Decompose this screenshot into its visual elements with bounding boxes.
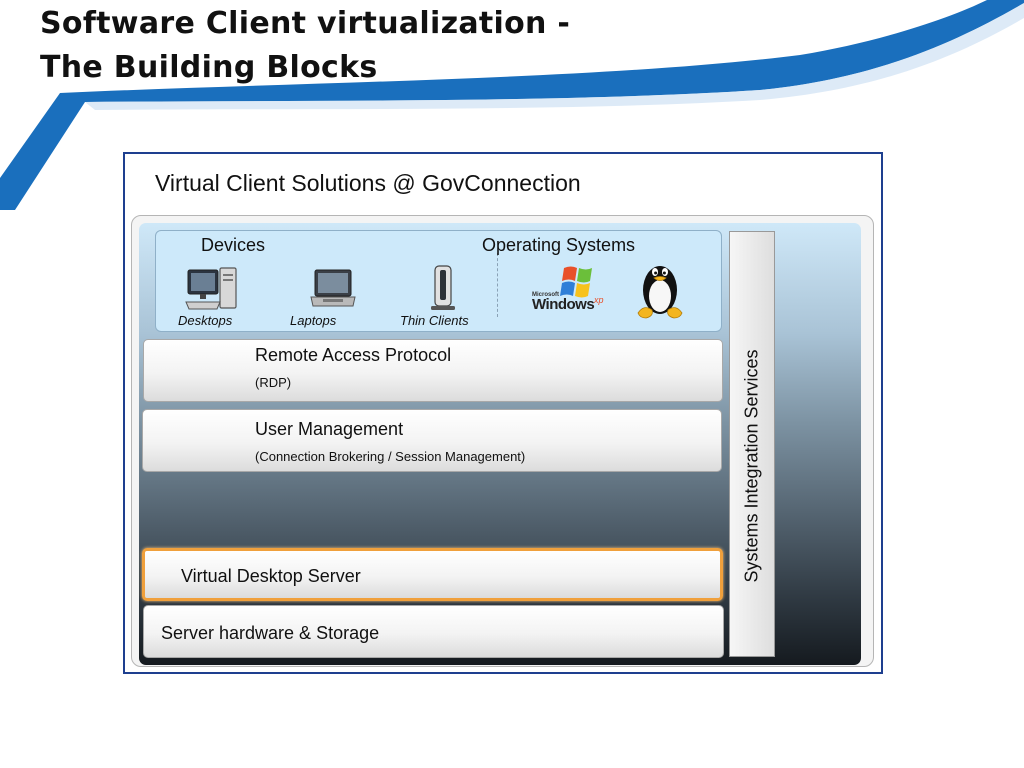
systems-integration-services-label: Systems Integration Services (741, 349, 762, 583)
laptop-icon (310, 269, 356, 307)
device-label-desktops: Desktops (178, 313, 233, 328)
layer-user-management (142, 409, 722, 472)
layer-server-hardware-storage-title: Server hardware & Storage (161, 623, 380, 643)
slide-title: Software Client virtualization - The Bui… (40, 2, 570, 90)
devices-header: Devices (201, 235, 266, 255)
layer-remote-access-title: Remote Access Protocol (255, 345, 452, 365)
layer-remote-access-protocol (143, 339, 723, 402)
systems-integration-services-bar (729, 231, 775, 657)
layer-user-management-subtitle: (Connection Brokering / Session Manageme… (255, 449, 526, 464)
windows-logo-xp: xp (594, 295, 604, 305)
devices-os-separator (497, 253, 498, 317)
windows-xp-logo: Microsoft Windows xp (530, 262, 610, 316)
layer-user-management-title: User Management (255, 419, 404, 439)
os-header: Operating Systems (482, 235, 636, 255)
diagram-title: Virtual Client Solutions @ GovConnection (155, 170, 581, 196)
slide-title-line-2: The Building Blocks (40, 50, 378, 85)
windows-logo-microsoft: Microsoft (532, 292, 559, 298)
layer-remote-access-subtitle: (RDP) (255, 375, 292, 390)
device-label-thin-clients: Thin Clients (400, 313, 469, 328)
layer-virtual-desktop-server-title: Virtual Desktop Server (181, 566, 361, 586)
desktop-computer-icon (185, 267, 237, 310)
linux-penguin-icon (637, 266, 683, 319)
thin-client-icon (431, 265, 455, 310)
layer-server-hardware-storage (143, 605, 724, 658)
layer-virtual-desktop-server (142, 548, 723, 601)
device-label-laptops: Laptops (290, 313, 337, 328)
slide-title-line-1: Software Client virtualization - (40, 6, 571, 41)
windows-logo-text: Windows (532, 296, 595, 313)
